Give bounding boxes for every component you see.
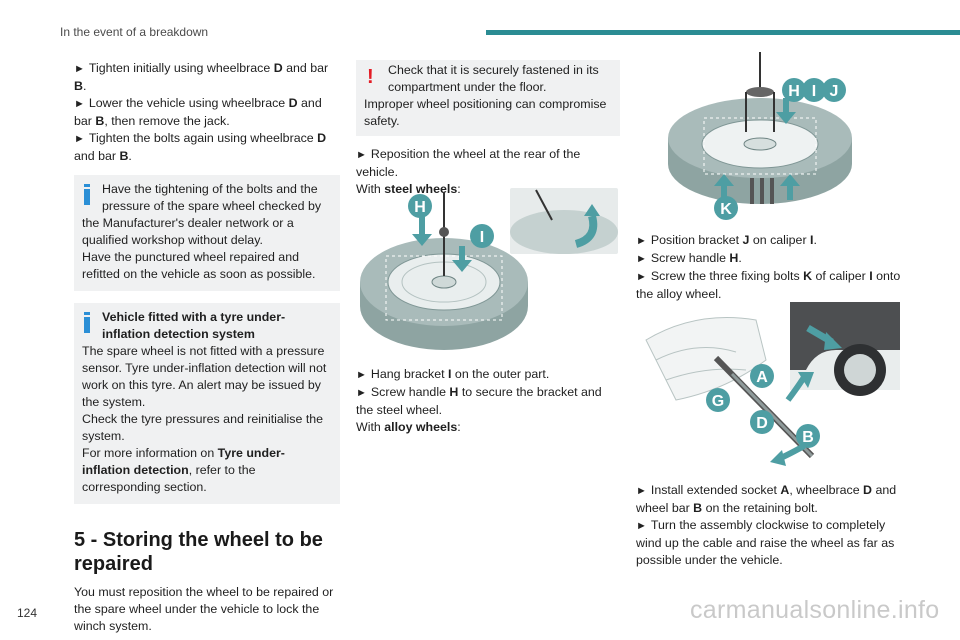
figure-label-d: D	[756, 415, 768, 432]
callout-d: D	[750, 410, 774, 434]
callout-h: H	[408, 194, 432, 246]
figure-label-g: G	[712, 393, 724, 410]
column-3-lower: ►Install extended socket A, wheelbrace D…	[636, 482, 902, 569]
step-item: ►Turn the assembly clockwise to complete…	[636, 518, 895, 567]
alloy-wheels-heading: With alloy wheels:	[356, 420, 461, 434]
steel-wheel-tyre	[360, 238, 528, 350]
warning-note: ! Check that it is securely fastened in …	[356, 60, 620, 136]
callout-g: G	[706, 388, 730, 412]
step-item: ►Lower the vehicle using wheelbrace D an…	[74, 96, 322, 128]
steel-wheel-cable	[439, 192, 449, 276]
figure-label-j: J	[830, 83, 839, 100]
info-note-tyre-detection: Vehicle fitted with a tyre under-inflati…	[74, 303, 340, 504]
step-item: ►Hang bracket I on the outer part.	[356, 367, 550, 381]
step-arrow-icon: ►	[636, 253, 647, 265]
warning-icon: !	[367, 66, 374, 88]
alloy-wheel-tyre	[668, 98, 852, 204]
column-1: ►Tighten initially using wheelbrace D an…	[74, 60, 340, 635]
step-arrow-icon: ►	[74, 133, 85, 145]
figure-alloy-wheel: H I J K	[660, 52, 860, 224]
step-list: ►Tighten initially using wheelbrace D an…	[74, 60, 340, 165]
header-accent-rule	[486, 30, 960, 35]
underbody-sketch	[645, 317, 767, 401]
figure-label-i: I	[480, 229, 484, 246]
callout-k: K	[714, 174, 800, 220]
step-arrow-icon: ►	[356, 149, 367, 161]
step-arrow-icon: ►	[74, 98, 85, 110]
figure-wheelbrace-assembly: A G D B	[636, 300, 902, 472]
page-number: 124	[17, 606, 38, 620]
column-3-upper: ►Position bracket J on caliper I. ►Screw…	[636, 232, 902, 303]
rotation-arrows	[770, 372, 814, 466]
alloy-wheel-cable	[745, 52, 775, 132]
callout-b: B	[796, 424, 820, 448]
step-arrow-icon: ►	[636, 235, 647, 247]
steel-wheels-heading: With steel wheels:	[356, 182, 461, 196]
step-item: ►Screw handle H.	[636, 251, 742, 265]
section-heading: 5 - Storing the wheel to be repaired	[74, 529, 323, 575]
step-arrow-icon: ►	[356, 369, 367, 381]
step-arrow-icon: ►	[636, 520, 647, 532]
step-item: ►Screw the three fixing bolts K of calip…	[636, 269, 901, 301]
column-2: ! Check that it is securely fastened in …	[356, 60, 620, 198]
step-item: ►Tighten the bolts again using wheelbrac…	[74, 131, 327, 163]
steel-wheel-inset-photo	[510, 188, 618, 254]
step-arrow-icon: ►	[636, 271, 647, 283]
step-arrow-icon: ►	[74, 63, 85, 75]
step-arrow-icon: ►	[356, 387, 367, 399]
step-item: ►Screw handle H to secure the bracket an…	[356, 385, 602, 417]
column-2-lower: ►Hang bracket I on the outer part. ►Scre…	[356, 366, 620, 436]
figure-steel-wheel: H I	[356, 186, 620, 362]
figure-label-i: I	[812, 83, 816, 100]
figure-label-k: K	[720, 201, 732, 218]
info-note-tightening: Have the tightening of the bolts and the…	[74, 175, 340, 291]
figure-label-a: A	[756, 369, 768, 386]
step-item: ►Position bracket J on caliper I.	[636, 233, 817, 247]
section-body: You must reposition the wheel to be repa…	[74, 585, 334, 633]
callout-a: A	[750, 364, 774, 388]
figure-label-h: H	[788, 83, 800, 100]
step-item: ►Reposition the wheel at the rear of the…	[356, 147, 581, 179]
step-item: ►Tighten initially using wheelbrace D an…	[74, 61, 329, 93]
callout-hij: H I J	[776, 78, 846, 124]
watermark-text: carmanualsonline.info	[690, 596, 940, 624]
figure-label-b: B	[802, 429, 814, 446]
step-item: ►Install extended socket A, wheelbrace D…	[636, 483, 897, 515]
figure-label-h: H	[414, 199, 426, 216]
page-header-title: In the event of a breakdown	[60, 25, 209, 39]
step-arrow-icon: ►	[636, 485, 647, 497]
callout-i: I	[452, 224, 494, 272]
